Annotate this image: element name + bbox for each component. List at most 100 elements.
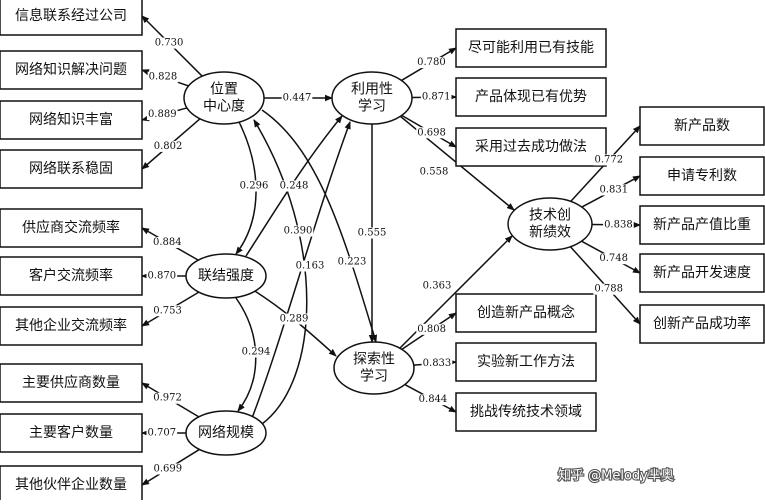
indicator-label: 主要客户数量 bbox=[29, 424, 113, 441]
indicator-tie-2: 其他企业交流频率 bbox=[0, 306, 143, 346]
loading-pos-0-bg bbox=[153, 37, 185, 49]
loading-expl-2-bg bbox=[416, 127, 447, 139]
loading-pos-1-bg bbox=[147, 71, 179, 83]
loading-explr-2: 0.844 bbox=[419, 394, 448, 405]
loading-perf-3: 0.748 bbox=[599, 253, 628, 264]
loading-pos-0: 0.730 bbox=[155, 38, 184, 49]
loading-tie-1-bg bbox=[146, 270, 178, 282]
coef-expl-perf-bg bbox=[418, 166, 450, 178]
indicator-box bbox=[639, 156, 765, 196]
indicator-label: 信息联系经过公司 bbox=[15, 7, 127, 24]
indicator-expl-2: 采用过去成功做法 bbox=[455, 127, 607, 167]
loading-perf-1-bg bbox=[598, 184, 630, 196]
indicator-box bbox=[0, 413, 143, 453]
coef-tie-expl-bg bbox=[278, 180, 310, 192]
coef-tie-explr: 0.289 bbox=[280, 314, 309, 325]
indicator-label: 网络知识丰富 bbox=[29, 111, 113, 128]
loading-tie-0-bg bbox=[151, 236, 183, 248]
indicator-label: 网络知识解决问题 bbox=[15, 61, 127, 78]
loading-explr-1: 0.833 bbox=[423, 358, 452, 369]
loading-pos-2-bg bbox=[146, 109, 178, 121]
indicator-label: 新产品数 bbox=[674, 118, 730, 134]
coef-size-expl: 0.390 bbox=[284, 226, 313, 237]
loading-tie-0: 0.884 bbox=[153, 237, 182, 248]
indicator-label: 其他伙伴企业数量 bbox=[15, 476, 127, 493]
indicator-pos-3: 网络联系稳固 bbox=[0, 149, 143, 189]
indicator-label: 产品体现已有优势 bbox=[475, 89, 587, 105]
indicator-perf-2: 新产品产值比重 bbox=[639, 205, 765, 245]
indicator-label: 其他企业交流频率 bbox=[15, 317, 127, 334]
indicator-box bbox=[0, 465, 143, 504]
latent-explr-ellipse bbox=[333, 341, 415, 395]
latent-tie: 联结强度 bbox=[185, 253, 267, 299]
latent-size-label: 网络规模 bbox=[198, 425, 254, 441]
indicator-label: 主要供应商数量 bbox=[22, 374, 120, 391]
coef-pos-expl: 0.447 bbox=[283, 93, 312, 104]
latent-size: 网络规模 bbox=[185, 410, 267, 456]
loading-perf-4-bg bbox=[593, 283, 625, 295]
loading-size-0: 0.972 bbox=[153, 393, 182, 404]
indicator-label: 尽可能利用已有技能 bbox=[468, 40, 594, 56]
indicator-expl-1: 产品体现已有优势 bbox=[455, 77, 607, 117]
loading-explr-0: 0.808 bbox=[417, 324, 446, 335]
coef-pos-explr-bg bbox=[336, 256, 368, 268]
indicator-box bbox=[0, 363, 143, 403]
coef-expl-explr-bg bbox=[356, 227, 388, 239]
coef-corr-tie-size: 0.294 bbox=[242, 347, 271, 358]
watermark: 知乎 @Melody芈奥 bbox=[558, 468, 674, 484]
coef-tie-explr-bg bbox=[278, 313, 310, 325]
indicator-box bbox=[0, 100, 143, 140]
coef-explr-perf-bg bbox=[421, 280, 453, 292]
indicator-box bbox=[455, 293, 597, 333]
indicator-explr-0: 创造新产品概念 bbox=[455, 293, 597, 333]
coef-expl-perf: 0.558 bbox=[420, 167, 449, 178]
latent-expl: 利用性学习 bbox=[331, 71, 413, 125]
indicator-box bbox=[0, 256, 143, 296]
loading-size-2: 0.699 bbox=[154, 464, 183, 475]
indicator-box bbox=[455, 127, 607, 167]
coef-pos-expl-bg bbox=[281, 92, 313, 104]
coef-corr-pos-tie-bg bbox=[238, 180, 270, 192]
indicator-label: 新产品产值比重 bbox=[653, 217, 751, 233]
coef-expl-explr: 0.555 bbox=[358, 228, 387, 239]
latent-expl-label: 利用性学习 bbox=[351, 82, 393, 115]
indicator-label: 供应商交流频率 bbox=[22, 219, 120, 236]
indicator-pos-2: 网络知识丰富 bbox=[0, 100, 143, 140]
loading-perf-2: 0.838 bbox=[604, 219, 633, 230]
path-pos-explr bbox=[261, 109, 378, 343]
indicator-size-0: 主要供应商数量 bbox=[0, 363, 143, 403]
coef-explr-perf: 0.363 bbox=[423, 281, 452, 292]
indicator-label: 实验新工作方法 bbox=[477, 354, 575, 370]
indicator-tie-0: 供应商交流频率 bbox=[0, 208, 143, 248]
indicator-label: 创造新产品概念 bbox=[477, 304, 575, 321]
loading-explr-2-bg bbox=[417, 394, 449, 406]
loading-explr-1-bg bbox=[421, 357, 453, 369]
loading-expl-1-bg bbox=[420, 91, 452, 103]
indicator-pos-1: 网络知识解决问题 bbox=[0, 50, 143, 90]
indicator-size-1: 主要客户数量 bbox=[0, 413, 143, 453]
loading-expl-2: 0.698 bbox=[417, 127, 446, 138]
indicator-explr-1: 实验新工作方法 bbox=[455, 342, 597, 382]
path-size-pos bbox=[253, 119, 308, 425]
indicator-label: 创新产品成功率 bbox=[653, 315, 751, 332]
latent-pos-ellipse bbox=[183, 71, 265, 125]
latent-size-ellipse bbox=[185, 410, 267, 456]
indicator-box bbox=[639, 205, 765, 245]
loading-size-1: 0.707 bbox=[147, 428, 176, 439]
loading-expl-0: 0.780 bbox=[417, 57, 446, 68]
loading-perf-4: 0.788 bbox=[594, 284, 623, 295]
loading-pos-2: 0.889 bbox=[148, 109, 177, 120]
coef-corr-tie-size-bg bbox=[240, 346, 272, 358]
indicator-perf-0: 新产品数 bbox=[639, 106, 765, 146]
indicator-label: 网络联系稳固 bbox=[29, 161, 113, 177]
loading-perf-1: 0.831 bbox=[599, 184, 628, 195]
indicator-size-2: 其他伙伴企业数量 bbox=[0, 465, 143, 504]
loading-size-0-bg bbox=[152, 392, 183, 404]
loading-tie-1: 0.870 bbox=[147, 271, 176, 282]
indicator-label: 采用过去成功做法 bbox=[475, 139, 587, 155]
coef-size-pos-bg bbox=[294, 260, 326, 272]
latent-perf: 技术创新绩效 bbox=[507, 197, 593, 251]
indicator-box bbox=[455, 28, 607, 68]
